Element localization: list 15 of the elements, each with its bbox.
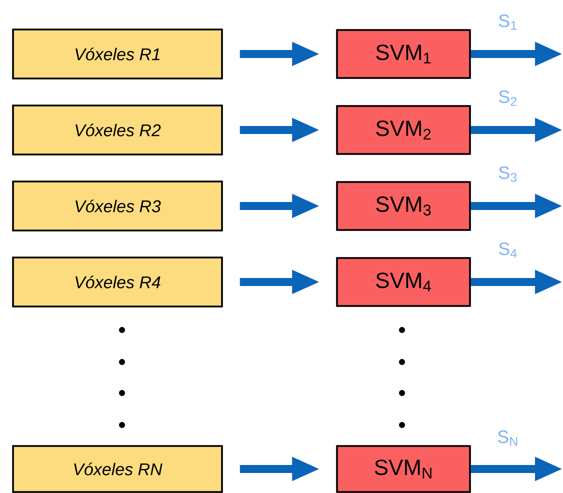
svm-box: SVM$_{4}$ [336, 257, 471, 307]
svm-box: SVM$_{2}$ [336, 105, 471, 155]
region-box: Vóxeles RN [12, 445, 223, 493]
svm-box: SVM$_{N}$ [336, 445, 471, 493]
svm-box: SVM$_{3}$ [336, 181, 471, 231]
region-box: Vóxeles R4 [12, 256, 223, 308]
edge-label: S$_{3}$ [498, 166, 517, 182]
region-box: Vóxeles R2 [12, 104, 223, 156]
region-box: Vóxeles R3 [12, 180, 223, 232]
edge-label: S$_{4}$ [498, 242, 517, 258]
edge-label: S$_{N}$ [498, 430, 518, 446]
edge-label: S$_{2}$ [498, 90, 517, 106]
svm-box: SVM$_{1}$ [336, 29, 471, 79]
region-box: Vóxeles R1 [12, 28, 223, 80]
edge-label: S$_{1}$ [498, 14, 517, 30]
